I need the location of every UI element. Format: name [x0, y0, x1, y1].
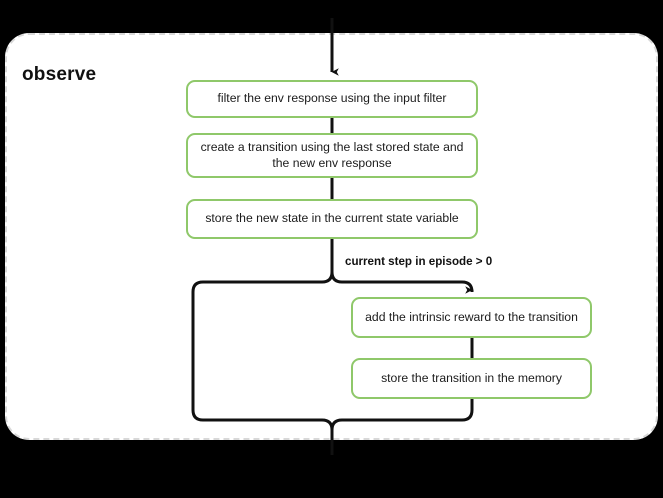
- node-add-intrinsic-reward[interactable]: add the intrinsic reward to the transiti…: [351, 297, 592, 338]
- scope-title-observe: observe: [22, 64, 97, 85]
- node-store-transition-memory[interactable]: store the transition in the memory: [351, 358, 592, 399]
- node-create-transition[interactable]: create a transition using the last store…: [186, 133, 478, 178]
- edge-condition-label: current step in episode > 0: [345, 255, 493, 268]
- node-filter-env-response[interactable]: filter the env response using the input …: [186, 80, 478, 118]
- node-store-new-state[interactable]: store the new state in the current state…: [186, 199, 478, 239]
